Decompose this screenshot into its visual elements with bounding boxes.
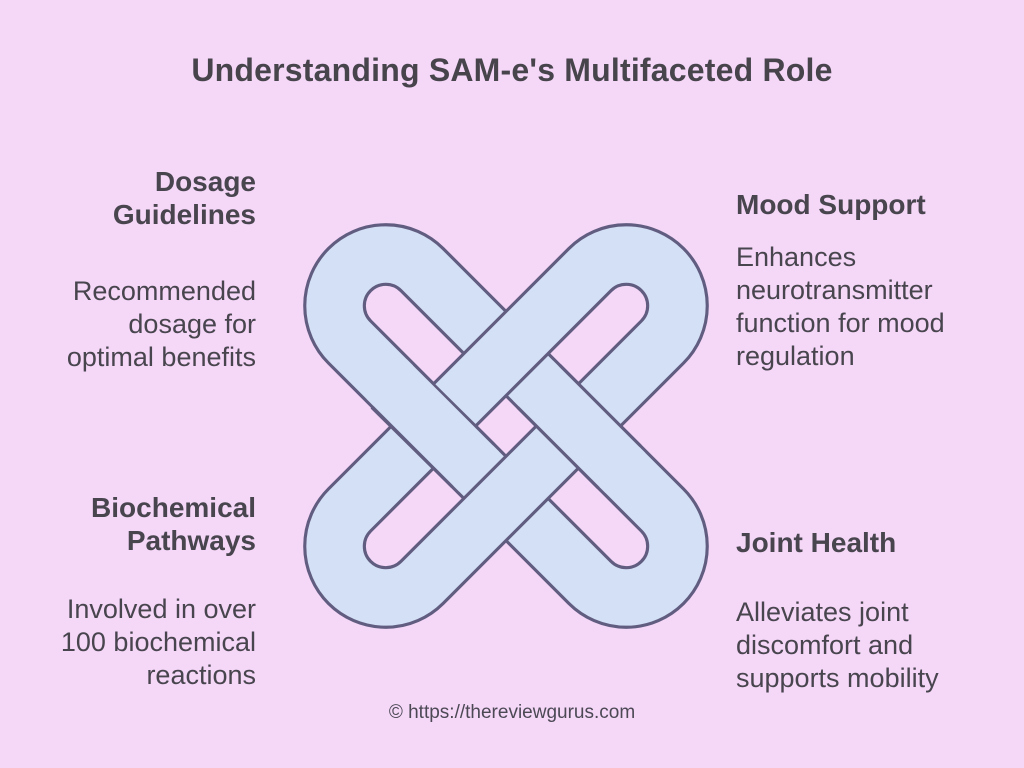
section-joint-health: Joint Health Alleviates joint discomfort…: [736, 526, 939, 695]
heading-line: Joint Health: [736, 527, 897, 558]
copyright-text: © https://thereviewgurus.com: [388, 702, 636, 723]
knot-ring-1-fill: [306, 226, 706, 626]
section-heading: Joint Health: [736, 526, 939, 559]
heading-line: Dosage: [154, 166, 256, 197]
section-heading: Biochemical Pathways: [61, 491, 256, 557]
section-biochemical-pathways: Biochemical Pathways Involved in over 10…: [61, 491, 256, 692]
body-line: Recommended: [72, 276, 256, 306]
heading-line: Mood Support: [736, 189, 926, 220]
section-body: Alleviates joint discomfort and supports…: [736, 596, 939, 695]
heading-line: Guidelines: [112, 199, 256, 230]
section-body: Involved in over 100 biochemical reactio…: [61, 593, 256, 692]
section-mood-support: Mood Support Enhances neurotransmitter f…: [736, 188, 945, 373]
knot-ring-1-outline: [303, 223, 709, 629]
body-line: optimal benefits: [66, 342, 256, 372]
section-dosage-guidelines: Dosage Guidelines Recommended dosage for…: [67, 165, 256, 374]
body-line: supports mobility: [736, 663, 939, 693]
body-line: dosage for: [128, 309, 256, 339]
knot-crossing-patch-west-fill: [366, 359, 500, 492]
section-body: Enhances neurotransmitter function for m…: [736, 241, 945, 373]
section-heading: Mood Support: [736, 188, 945, 221]
body-line: function for mood: [736, 308, 945, 338]
body-line: discomfort and: [736, 630, 914, 660]
celtic-love-knot-icon: [303, 223, 709, 629]
page-title: Understanding SAM-e's Multifaceted Role: [191, 52, 833, 88]
body-line: reactions: [146, 660, 256, 690]
body-line: 100 biochemical: [60, 627, 256, 657]
section-heading: Dosage Guidelines: [67, 165, 256, 231]
heading-line: Biochemical: [91, 492, 256, 523]
heading-line: Pathways: [126, 525, 256, 556]
body-line: neurotransmitter: [736, 275, 933, 305]
body-line: Involved in over: [66, 594, 256, 624]
knot-ring-2-outline: [303, 223, 709, 629]
knot-crossing-patch-east-fill: [512, 360, 646, 493]
knot-ring-2-fill: [306, 226, 706, 626]
body-line: Alleviates joint: [736, 597, 909, 627]
section-body: Recommended dosage for optimal benefits: [67, 275, 256, 374]
body-line: regulation: [736, 341, 855, 371]
body-line: Enhances: [736, 242, 857, 272]
